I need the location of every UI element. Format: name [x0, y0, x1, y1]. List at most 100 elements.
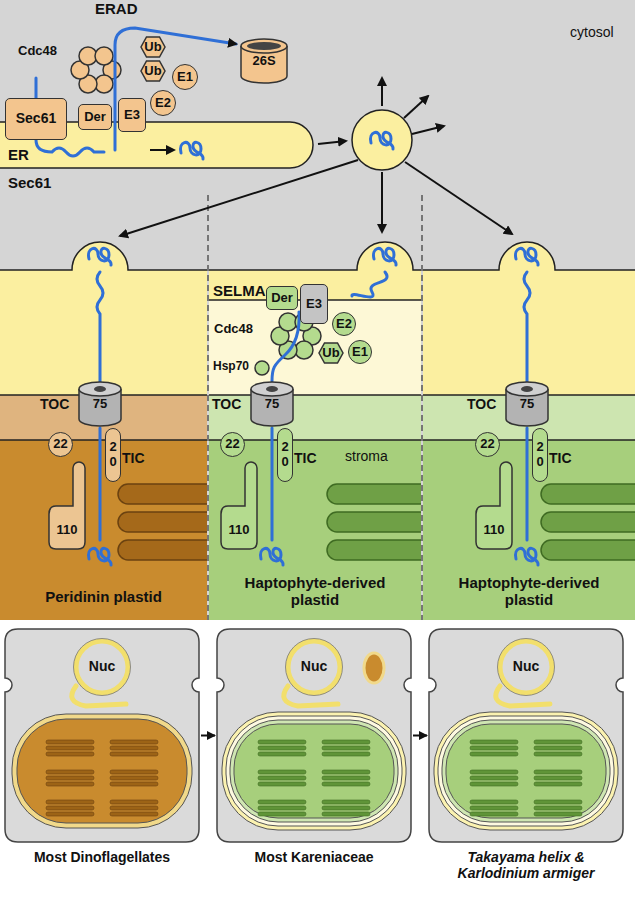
cell-outline — [470, 776, 518, 780]
protein-shape: 110 — [48, 462, 86, 550]
protein-circle: 22 — [475, 432, 500, 457]
part-label: TOC — [467, 396, 496, 412]
folded-protein — [374, 248, 397, 265]
haptophyte-plastid-panel — [209, 394, 421, 396]
haptophyte-plastid-panel — [209, 242, 437, 620]
transport-arrow — [318, 141, 346, 144]
cell-outline: Takayama helix & Karlodinium armigerNuc — [428, 628, 624, 843]
node-label: Der — [271, 291, 293, 305]
cell-outline — [534, 776, 582, 780]
cell-outline — [12, 714, 192, 828]
nucleus-circle: Nuc — [282, 638, 346, 696]
vesicle — [352, 110, 412, 170]
cell-outline — [534, 746, 582, 750]
part-label: TIC — [122, 450, 145, 466]
protein-shape — [141, 61, 165, 81]
folded-protein — [261, 548, 284, 565]
peridinin-plastid-panel — [118, 540, 207, 560]
protein-chain — [524, 272, 530, 385]
protein-shape — [48, 462, 86, 550]
protein-shape — [500, 641, 552, 693]
part-label: stroma — [345, 448, 388, 464]
cell-outline — [322, 752, 370, 756]
node-label: Ub — [322, 346, 339, 360]
cell-outline — [110, 776, 158, 780]
cell-outline — [534, 812, 582, 816]
cell-outline — [470, 812, 518, 816]
protein-chain — [35, 78, 38, 98]
node-label: 110 — [484, 523, 505, 537]
protein-chain — [352, 272, 387, 297]
cell-outline — [17, 719, 187, 823]
cell-outline — [46, 740, 94, 744]
node-label: 75 — [265, 397, 279, 411]
cell-outline — [258, 752, 306, 756]
node-label: E3 — [124, 108, 140, 122]
panel-divider — [208, 195, 422, 620]
cell-caption: Most Dinoflagellates — [4, 849, 200, 865]
cell-outline — [258, 800, 306, 804]
cell-outline: Most DinoflagellatesNuc — [4, 628, 200, 843]
protein-shape — [266, 386, 278, 392]
haptophyte-plastid-panel — [423, 242, 635, 270]
node-label: Sec61 — [16, 111, 56, 126]
protein-chain — [271, 428, 274, 540]
node-label: 22 — [480, 437, 494, 451]
peridinin-plastid-panel — [0, 242, 228, 620]
protein-capsule: 20 — [532, 428, 548, 482]
transport-arrow — [381, 172, 383, 232]
cell-outline — [234, 724, 394, 818]
cell-outline — [534, 770, 582, 774]
cell-outline — [534, 806, 582, 810]
protein-chain — [115, 28, 236, 150]
haptophyte-plastid-panel — [327, 484, 421, 504]
node-label: 26S — [252, 54, 275, 68]
protein-shape — [241, 39, 287, 53]
protein-shape — [251, 382, 293, 396]
folded-protein — [516, 548, 539, 565]
cell-outline — [110, 746, 158, 750]
transport-arrow — [120, 160, 358, 236]
protein-shape — [521, 386, 533, 392]
protein-capsule: 20 — [277, 428, 293, 482]
folded-protein — [89, 548, 112, 565]
transport-arrow — [381, 78, 383, 106]
translocon-channel: 75 — [250, 381, 294, 427]
haptophyte-plastid-panel — [209, 395, 421, 440]
cell-outline — [322, 812, 370, 816]
node-label: 20 — [281, 440, 288, 470]
vesicle — [352, 110, 412, 170]
node-label: 22 — [53, 437, 67, 451]
ubiquitin-hexagon: Ub — [318, 342, 344, 364]
cell-outline — [470, 746, 518, 750]
cell-outline — [258, 776, 306, 780]
nucleus-circle: Nuc — [494, 638, 558, 696]
cell-outline — [222, 712, 406, 830]
cell-outline — [110, 812, 158, 816]
transport-arrow — [404, 96, 428, 118]
panel-divider — [207, 195, 209, 620]
vesicle — [371, 132, 394, 149]
cell-outline — [534, 800, 582, 804]
protein-circle: E1 — [348, 340, 372, 364]
node-label: 75 — [520, 397, 534, 411]
protein-circle: E2 — [332, 312, 356, 336]
protein-shape — [79, 382, 121, 396]
protein-shape: 110 — [475, 462, 513, 550]
cell-outline — [322, 770, 370, 774]
haptophyte-plastid-panel — [541, 540, 635, 560]
cell-outline — [429, 629, 623, 842]
cell-outline — [322, 746, 370, 750]
protein-shape — [247, 42, 281, 50]
folded-protein — [516, 248, 539, 265]
cell-outline — [434, 712, 618, 830]
node-label: Nuc — [301, 659, 327, 674]
haptophyte-plastid-panel — [541, 484, 635, 560]
node-label: 20 — [109, 440, 116, 470]
cell-outline — [110, 806, 158, 810]
protein-shape — [94, 386, 106, 392]
protein-circle: E2 — [150, 90, 176, 116]
node-label: E1 — [177, 70, 193, 84]
part-label: TOC — [40, 396, 69, 412]
haptophyte-plastid-panel — [541, 512, 635, 532]
